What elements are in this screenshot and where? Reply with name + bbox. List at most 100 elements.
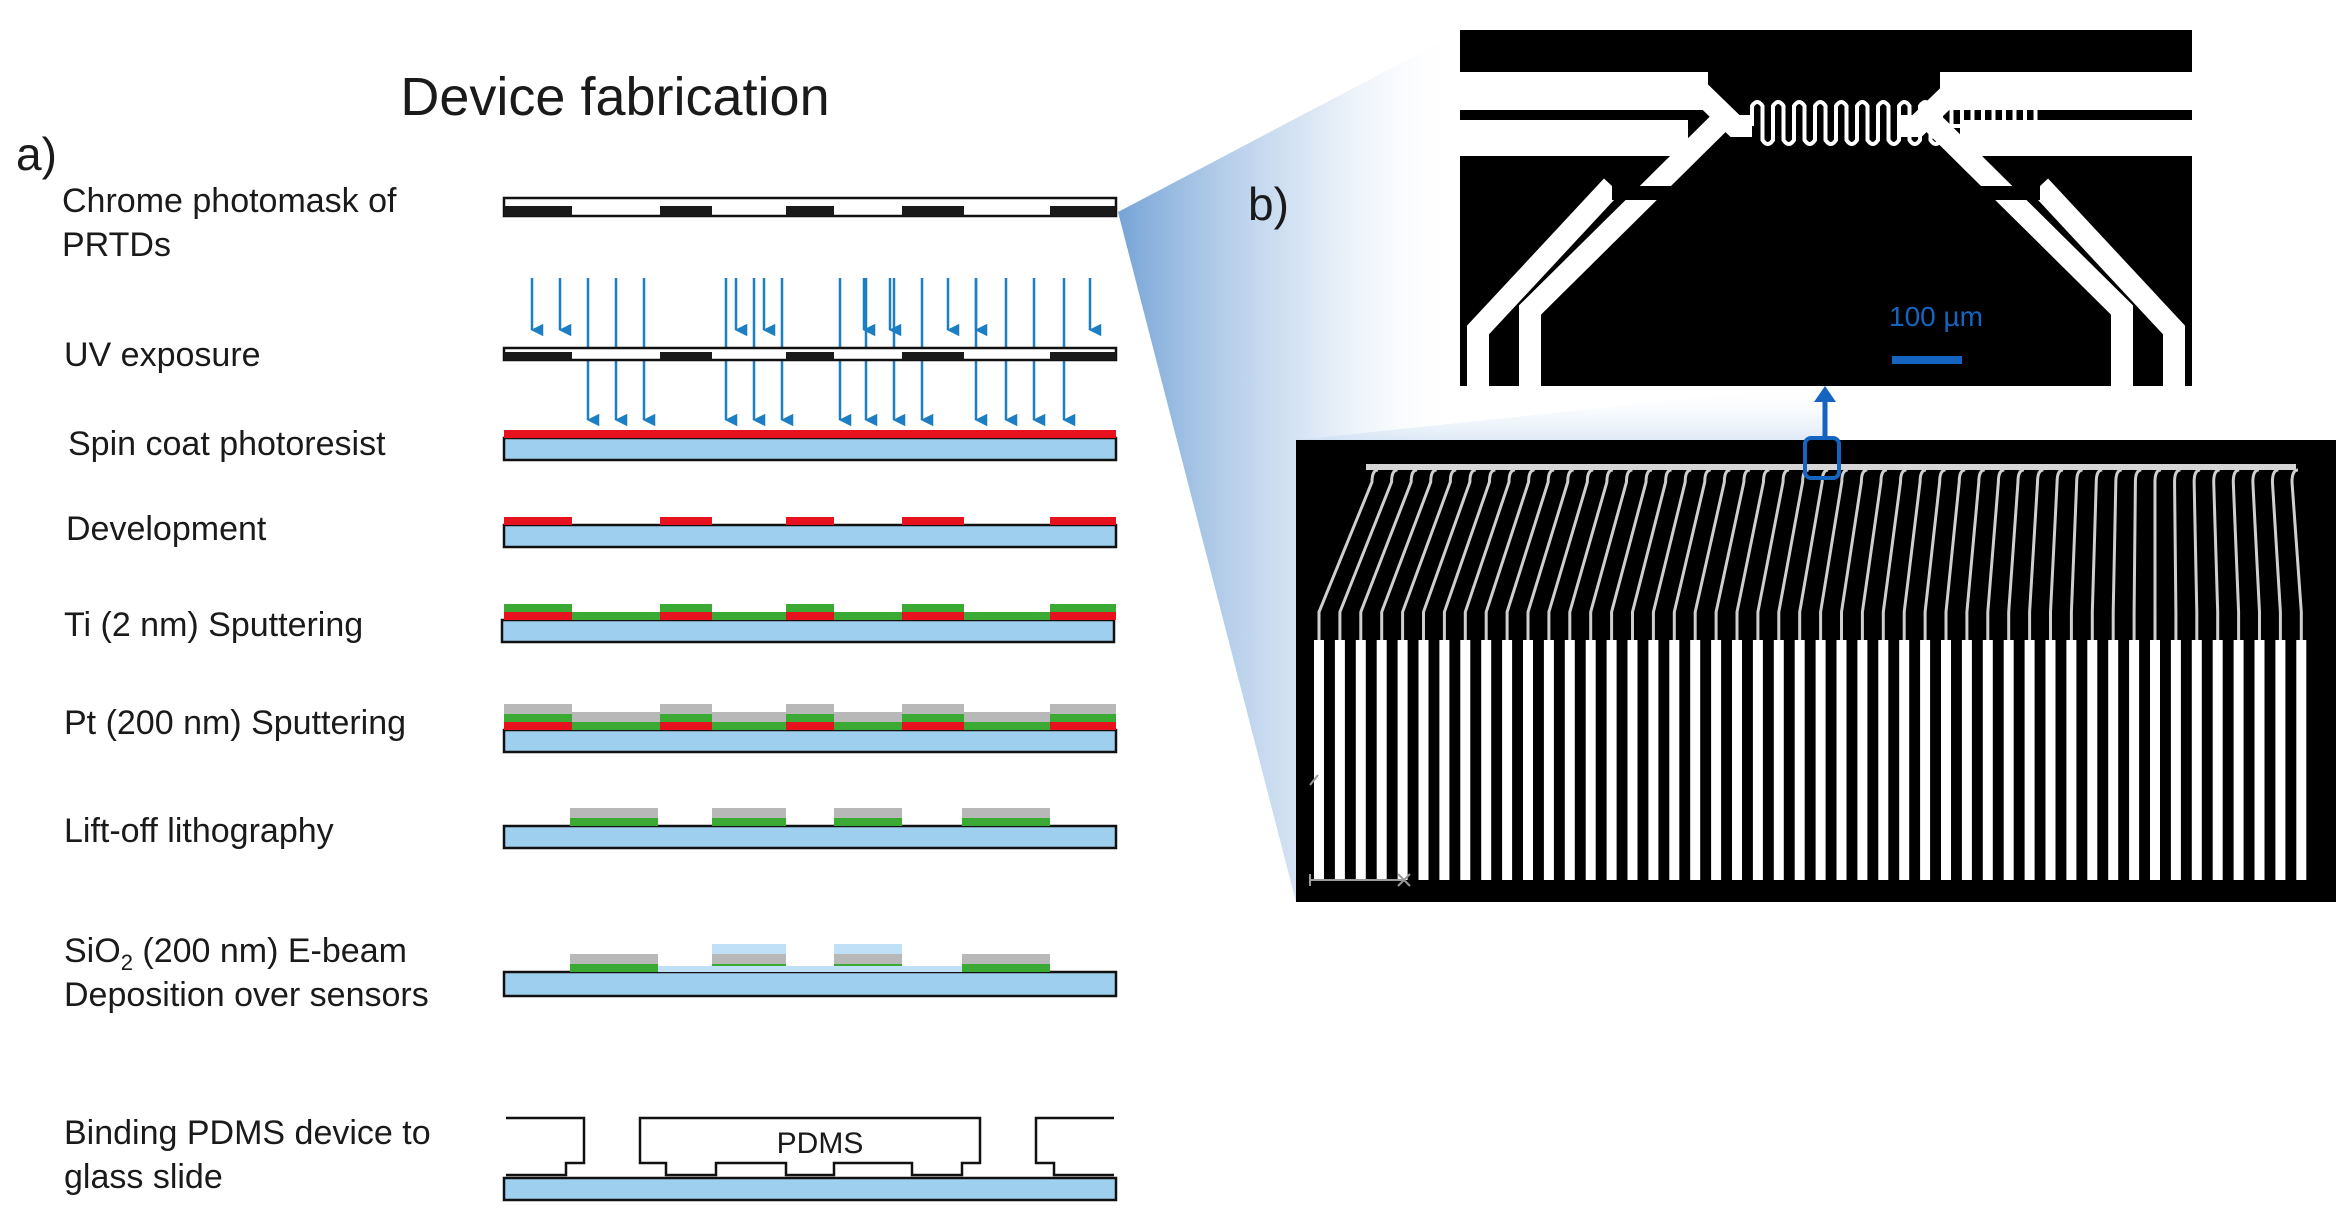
pt-layer [786,704,834,714]
sensor-trace [1526,468,1574,642]
ti-layer [962,964,1050,972]
sensor-trace [1693,468,1731,642]
resist-block [1050,612,1116,620]
step-label-pt: Pt (200 nm) Sputtering [64,704,406,742]
chrome-bar [660,352,712,360]
diagram-liftoff [502,808,1118,850]
sensor-trace [1505,468,1555,642]
pt-layer [570,808,658,818]
diagram-photomask [502,196,1118,218]
step-label-sio2-2: Deposition over sensors [64,976,429,1014]
contact-pad [2191,640,2202,880]
sensor-trace [1568,468,1614,642]
zoom-projection-upper [1296,385,1825,440]
sensor-trace [2090,468,2103,642]
sensor-trace [1756,468,1790,642]
sensor-trace [1359,468,1418,642]
ti-layer [962,818,1050,826]
scale-bar [1892,356,1962,364]
chrome-bar [1050,352,1116,360]
resist-block [660,517,712,525]
ti-layer [902,604,964,612]
sensor-trace [1860,468,1888,642]
contact-pad [1941,640,1951,880]
contact-pad [1732,640,1742,880]
resist-block [1050,722,1116,730]
pt-layer [712,954,786,964]
contact-pad [1690,640,1701,880]
sensor-trace [2251,468,2261,642]
contact-pad [1606,640,1617,880]
resist-block [902,612,964,620]
ti-layer [504,714,572,722]
contact-pad [1752,640,1763,880]
contact-pad [1523,640,1533,880]
ti-layer [1050,714,1116,722]
sensor-trace [2173,468,2181,642]
contact-pad [2129,640,2140,880]
resist-block [786,722,834,730]
step-label-sio2: SiO2 (200 nm) E-beam [64,932,407,975]
contact-pad [1439,640,1450,880]
sensor-trace [1401,468,1457,642]
sensor-trace [2111,468,2123,642]
contact-pad [1564,640,1575,880]
pt-layer [834,808,902,818]
contact-pad [2275,640,2286,880]
pt-layer [962,954,1050,964]
chrome-bar [1050,206,1116,216]
sensor-trace [2132,468,2142,642]
ti-layer [786,714,834,722]
ti-layer [786,604,834,612]
ti-layer [504,604,572,612]
contact-pad [1982,640,1993,880]
sensor-trace [1610,468,1653,642]
ti-layer [964,612,1050,620]
contact-pad [2108,640,2119,880]
contact-pad [1334,640,1345,880]
contact-pad [1481,640,1492,880]
sensor-trace [2212,468,2220,642]
contact-pad [1460,640,1471,880]
resist-block [902,517,964,525]
sensor-trace [1923,468,1946,642]
contact-pad [1314,640,1324,880]
contact-pad [2045,640,2056,880]
contact-pad [1627,640,1638,880]
resist-block [902,722,964,730]
contact-pad [2003,640,2014,880]
chrome-bar [786,206,834,216]
pdms-right-block [1034,1116,1114,1177]
sensor-trace [1589,468,1633,642]
sensor-trace [2153,468,2162,642]
zoom-micrograph: 100 µm [1460,30,2192,386]
contact-pad [1669,640,1680,880]
pt-layer [572,712,660,722]
sensor-trace [2028,468,2044,642]
ti-layer [660,714,712,722]
sensor-trace [1484,468,1535,642]
scale-bar-label: 100 µm [1889,301,1983,332]
pt-layer [834,712,902,722]
sensor-trace [1819,468,1848,642]
contact-pad [1920,640,1931,880]
resist-block [660,722,712,730]
sensor-trace [1672,468,1711,642]
sensor-trace [1965,468,1985,642]
resist-block [660,612,712,620]
step-label-spin-coat: Spin coat photoresist [68,425,386,463]
pt-layer [1050,704,1116,714]
sensor-trace [1547,468,1594,642]
chrome-bar [902,206,964,216]
resist-block [504,722,572,730]
step-label-development: Development [66,510,267,548]
diagram-pt-sputtering [502,704,1118,754]
resist-block [1050,517,1116,525]
pt-layer [712,712,786,722]
pt-layer [660,704,712,714]
ti-layer [834,722,902,730]
highlight-box [1803,436,1841,480]
diagram-pdms: PDMS [502,1116,1118,1202]
resist-block [504,517,572,525]
contact-pad [2150,640,2160,880]
